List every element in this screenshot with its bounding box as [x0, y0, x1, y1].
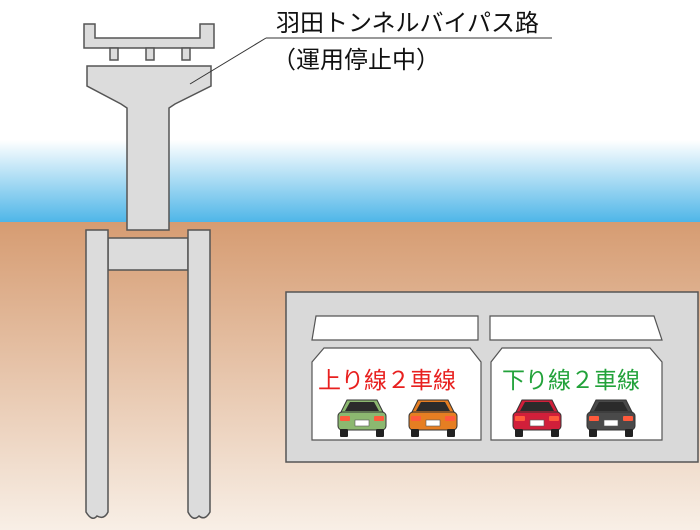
bearing: [145, 47, 155, 61]
water-layer: [0, 140, 700, 222]
car-green: [337, 399, 387, 437]
pier-cap: [86, 65, 212, 231]
bearing: [109, 47, 119, 61]
pile-right: [187, 229, 211, 519]
car-layer: [337, 399, 636, 437]
pile-left: [85, 229, 109, 519]
callout-leader: [189, 37, 267, 85]
bore-right-label: 下り線２車線: [502, 368, 640, 394]
duct-right: [489, 315, 663, 341]
bore-left-label: 上り線２車線: [318, 368, 456, 394]
duct-left: [311, 315, 479, 341]
callout-title: 羽田トンネルバイパス路: [276, 9, 539, 37]
tie-beam: [107, 237, 189, 271]
bridge-deck: [83, 23, 215, 49]
bearing: [181, 47, 191, 61]
car-red: [512, 399, 562, 437]
callout-subtitle: （運用停止中）: [272, 46, 440, 74]
car-orange: [408, 399, 458, 437]
car-gray: [586, 399, 636, 437]
bridge-pier: [83, 23, 215, 519]
